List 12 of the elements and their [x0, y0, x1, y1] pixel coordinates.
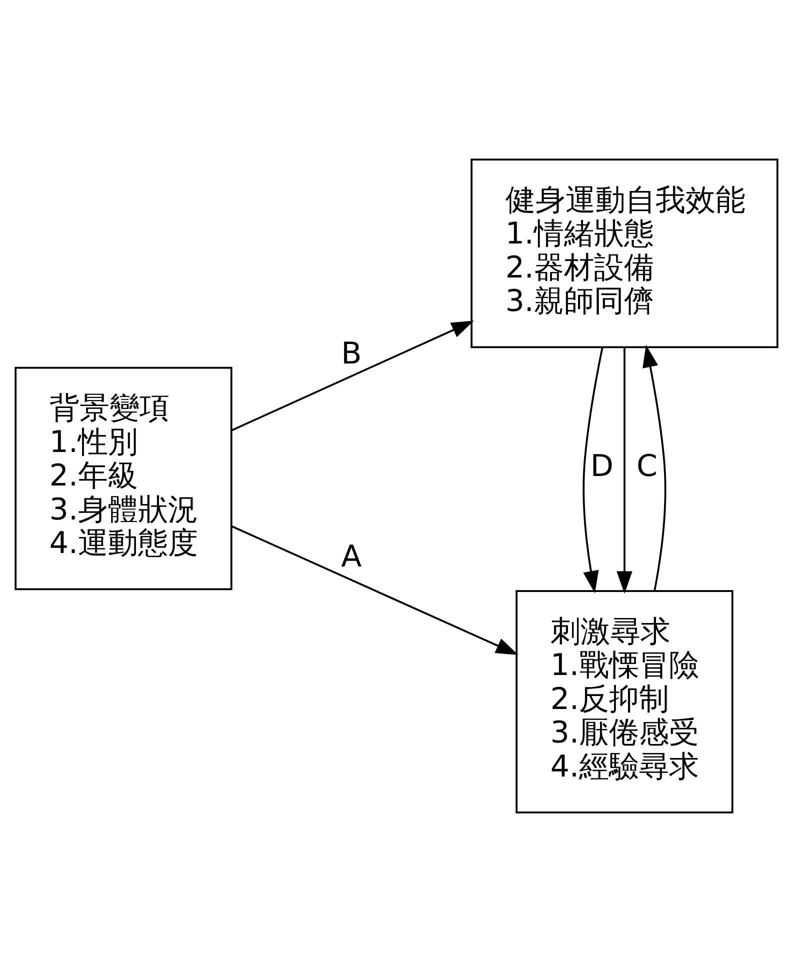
- edge-label: C: [636, 448, 658, 484]
- arrow: [642, 344, 666, 591]
- edge-label: A: [341, 538, 362, 574]
- arrow: [616, 347, 632, 594]
- arrow: [231, 320, 474, 431]
- edge-label: B: [341, 336, 362, 372]
- arrow: [582, 346, 604, 593]
- edge-label: D: [590, 448, 614, 484]
- node-box: 背景變項 1.性別 2.年級 3.身體狀況 4.運動態度: [14, 366, 232, 590]
- arrow: [231, 524, 518, 654]
- node-box: 刺激尋求 1.戰慄冒險 2.反抑制 3.厭倦感受 4.經驗尋求: [516, 590, 734, 813]
- node-box: 健身運動自我效能 1.情緒狀態 2.器材設備 3.親師同儕: [470, 158, 778, 348]
